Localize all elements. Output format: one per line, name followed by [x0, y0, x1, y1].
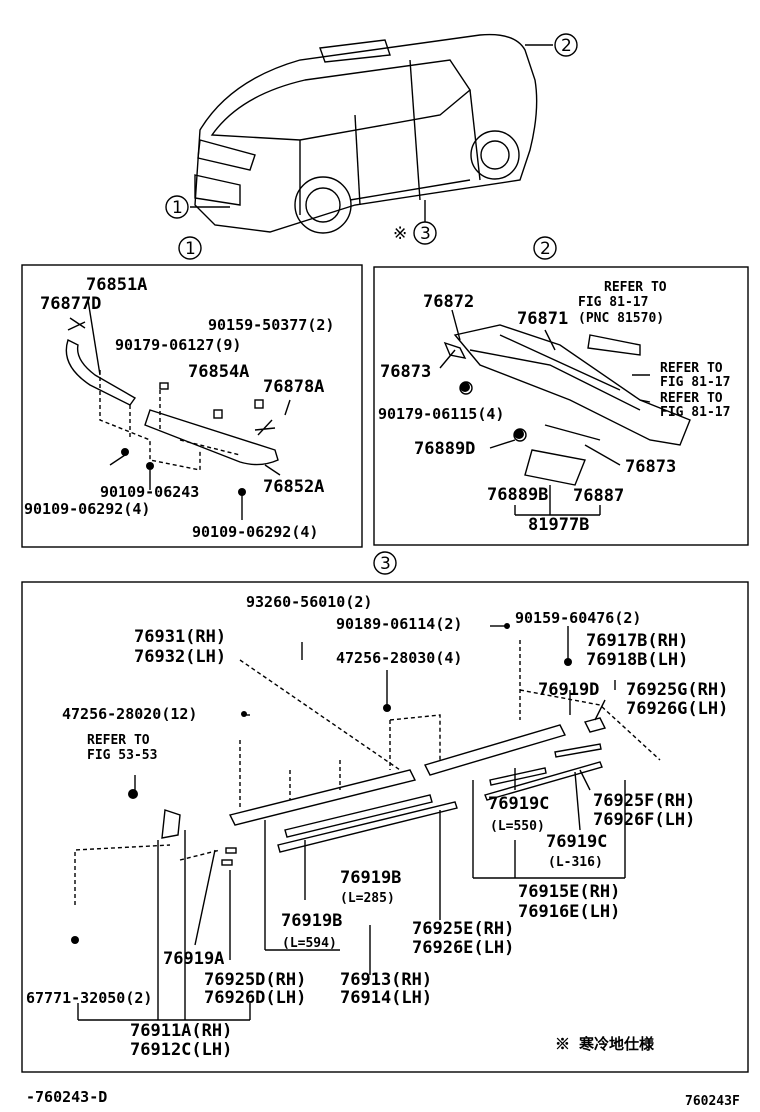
part-label: 76926F(LH): [593, 810, 695, 830]
callout-2-vehicle: 2: [561, 36, 572, 56]
part-label: 93260-56010(2): [246, 593, 372, 611]
callout-3-panel: 3: [380, 554, 391, 574]
part-label: 76851A: [86, 275, 147, 295]
part-label: 76914(LH): [340, 988, 432, 1008]
part-label: 90109-06292(4): [24, 500, 150, 518]
part-label: 76919D: [538, 680, 599, 700]
part-label: 76925G(RH): [626, 680, 728, 700]
part-label: 76917B(RH): [586, 631, 688, 651]
length-label: (L-316): [548, 855, 603, 870]
part-label: 76873: [625, 457, 676, 477]
part-label: 76872: [423, 292, 474, 312]
callout-1-panel: 1: [185, 239, 196, 259]
vehicle-illustration: [194, 33, 538, 234]
part-label: 76915E(RH): [518, 882, 620, 902]
reference-label: (PNC 81570): [578, 311, 664, 326]
reference-label: REFER TO: [604, 280, 667, 295]
reference-label: REFER TO: [660, 361, 723, 376]
callout-mark: ※: [393, 224, 407, 244]
part-label: 76919B: [281, 911, 342, 931]
part-label: 90189-06114(2): [336, 615, 462, 633]
part-label: 90159-60476(2): [515, 609, 641, 627]
part-label: 76877D: [40, 294, 101, 314]
length-label: (L=550): [490, 819, 545, 834]
reference-label: REFER TO: [87, 733, 150, 748]
part-label: 76926E(LH): [412, 938, 514, 958]
part-label: 90109-06243: [100, 483, 199, 501]
part-label: 76931(RH): [134, 627, 226, 647]
part-label: 76916E(LH): [518, 902, 620, 922]
panel-2-frame: [373, 266, 749, 546]
figure-code-left: -760243-D: [26, 1088, 107, 1106]
cold-region-note: ※ 寒冷地仕様: [555, 1035, 655, 1053]
part-label: 76873: [380, 362, 431, 382]
callout-3-vehicle: 3: [420, 224, 431, 244]
length-label: (L=285): [340, 891, 395, 906]
part-label: 76926D(LH): [204, 988, 306, 1008]
part-label: 47256-28030(4): [336, 649, 462, 667]
reference-label: FIG 81-17: [660, 405, 730, 420]
part-label: 76913(RH): [340, 970, 432, 990]
part-label: 76912C(LH): [130, 1040, 232, 1060]
part-label: 76878A: [263, 377, 324, 397]
side-molding-drawing: [161, 717, 607, 866]
part-label: 76911A(RH): [130, 1021, 232, 1041]
rear-spoiler-drawing: [443, 324, 691, 486]
part-label: 76887: [573, 486, 624, 506]
part-label: 76854A: [188, 362, 249, 382]
part-label: 67771-32050(2): [26, 989, 152, 1007]
panel-1-frame: [21, 264, 363, 548]
part-label: 76852A: [263, 477, 324, 497]
part-label: 90159-50377(2): [208, 316, 334, 334]
length-label: (L=594): [282, 936, 337, 951]
part-label: 76926G(LH): [626, 699, 728, 719]
part-label: 76925D(RH): [204, 970, 306, 990]
callout-1-vehicle: 1: [172, 198, 183, 218]
front-spoiler-drawing: [65, 317, 279, 466]
part-label: 76919C: [488, 794, 549, 814]
part-label: 76925F(RH): [593, 791, 695, 811]
part-label: 76919B: [340, 868, 401, 888]
part-label: 76871: [517, 309, 568, 329]
part-label: 76932(LH): [134, 647, 226, 667]
part-label: 90179-06115(4): [378, 405, 504, 423]
callout-2-panel: 2: [540, 239, 551, 259]
reference-label: FIG 81-17: [660, 375, 730, 390]
part-label: 76919A: [163, 949, 224, 969]
part-label: 76919C: [546, 832, 607, 852]
part-label: 81977B: [528, 515, 589, 535]
part-label: 47256-28020(12): [62, 705, 197, 723]
part-label: 76889B: [487, 485, 548, 505]
reference-label: FIG 53-53: [87, 748, 157, 763]
panel-3-frame: [21, 581, 749, 1073]
part-label: 76889D: [414, 439, 475, 459]
part-label: 76925E(RH): [412, 919, 514, 939]
part-label: 90109-06292(4): [192, 523, 318, 541]
reference-label: REFER TO: [660, 391, 723, 406]
reference-label: FIG 81-17: [578, 295, 648, 310]
figure-code-right: 760243F: [685, 1094, 740, 1109]
part-label: 76918B(LH): [586, 650, 688, 670]
part-label: 90179-06127(9): [115, 336, 241, 354]
